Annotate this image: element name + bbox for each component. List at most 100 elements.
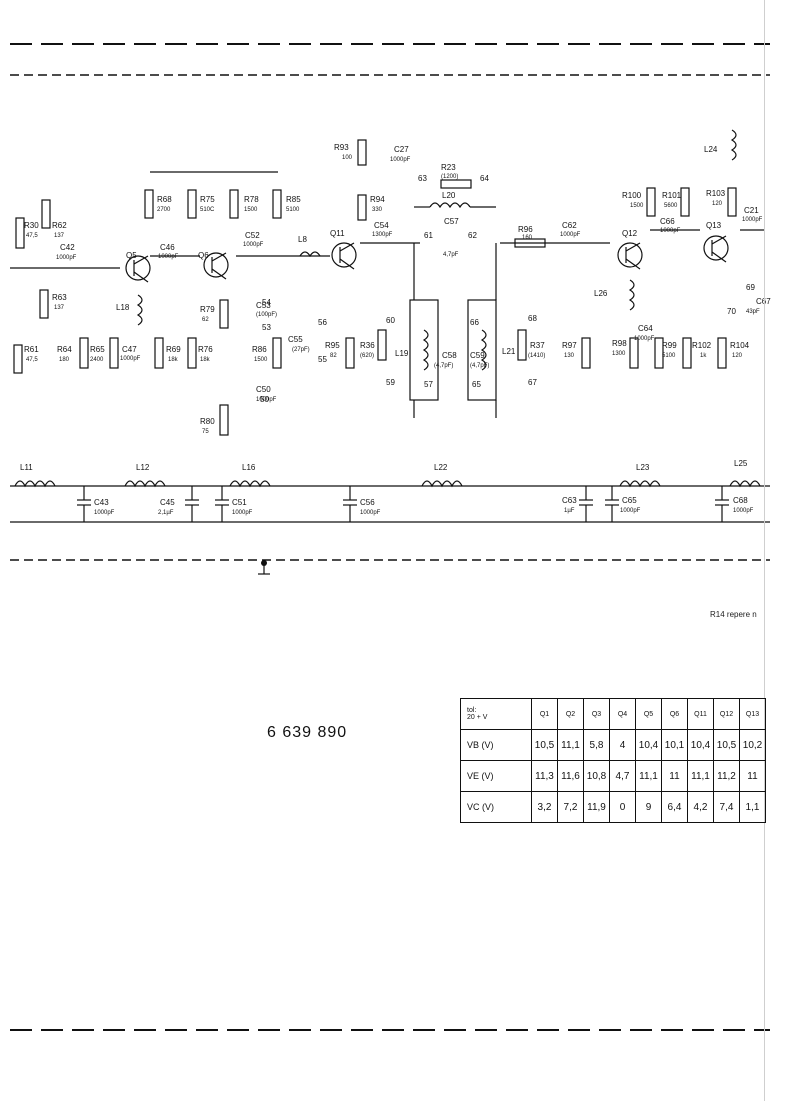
tp-64: 64 (480, 174, 489, 183)
inductor-l8 (299, 251, 321, 258)
label-c56: C56 (360, 498, 375, 507)
tp-59: 59 (386, 378, 395, 387)
label-c63: C63 (562, 496, 577, 505)
label-r104: R104 (730, 341, 750, 350)
value-c66: 1000pF (660, 228, 681, 234)
label-r61: R61 (24, 345, 39, 354)
table-cell: 0 (609, 791, 636, 823)
bypass-capacitors (77, 486, 729, 522)
table-cell: 10,5 (531, 729, 558, 761)
tp-56a: 56 (318, 318, 327, 327)
value-r63: 137 (54, 305, 65, 311)
label-l23: L23 (636, 463, 650, 472)
label-c58: C58 (442, 351, 457, 360)
label-r98: R98 (612, 339, 627, 348)
value-r98: 1300 (612, 351, 626, 357)
value-r78: 1500 (244, 207, 258, 213)
tp-55: 55 (318, 355, 327, 364)
label-q6: Q6 (198, 251, 209, 260)
label-l8: L8 (298, 235, 307, 244)
table-row: VE (V) 11,3 11,6 10,8 4,7 11,1 11 11,1 1… (460, 760, 766, 792)
row-header-ve: VE (V) (460, 760, 532, 792)
value-r93: 100 (342, 155, 353, 161)
table-cell: 11,1 (687, 760, 714, 792)
value-c42: 1000pF (56, 255, 77, 261)
label-r75: R75 (200, 195, 215, 204)
transistor-q6 (203, 252, 229, 280)
value-r97: 130 (564, 353, 575, 359)
label-q13: Q13 (706, 221, 722, 230)
voltage-table: tol: 20 + V Q1 Q2 Q3 Q4 Q5 Q6 Q11 Q12 Q1… (460, 698, 766, 823)
table-cell: 4,7 (609, 760, 636, 792)
value-c51: 1000pF (232, 510, 253, 516)
page-edge (764, 0, 765, 1101)
label-q11: Q11 (330, 229, 345, 238)
label-l11: L11 (20, 463, 33, 472)
label-r36: R36 (360, 341, 375, 350)
tp-61: 61 (424, 231, 433, 240)
header-label-supply: 20 + V (467, 714, 488, 721)
row-unit: (V) (481, 771, 494, 781)
value-c59: (4,7pF) (470, 363, 489, 369)
label-r86: R86 (252, 345, 267, 354)
label-l16: L16 (242, 463, 256, 472)
label-r65: R65 (90, 345, 105, 354)
inductor-l26 (628, 279, 635, 311)
col-header: Q2 (557, 698, 584, 730)
label-r30: R30 (24, 221, 39, 230)
label-c54: C54 (374, 221, 389, 230)
label-l21: L21 (502, 347, 516, 356)
label-c57: C57 (444, 217, 459, 226)
label-c52: C52 (245, 231, 260, 240)
tp-66: 66 (470, 318, 479, 327)
table-cell: 1,1 (739, 791, 766, 823)
label-r37: R37 (530, 341, 545, 350)
value-r96: 160 (522, 235, 533, 241)
col-header: Q6 (661, 698, 688, 730)
value-r62: 137 (54, 233, 65, 239)
table-row: VB (V) 10,5 11,1 5,8 4 10,4 10,1 10,4 10… (460, 729, 766, 761)
label-l20: L20 (442, 191, 456, 200)
label-c27: C27 (394, 145, 409, 154)
value-r69: 18k (168, 357, 179, 363)
table-cell: 10,4 (687, 729, 714, 761)
col-header: Q5 (635, 698, 662, 730)
label-c46: C46 (160, 243, 175, 252)
label-r99: R99 (662, 341, 677, 350)
label-c62: C62 (562, 221, 577, 230)
tp-70: 70 (727, 307, 736, 316)
value-r80: 75 (202, 429, 209, 435)
col-header: Q11 (687, 698, 714, 730)
value-r86: 1500 (254, 357, 268, 363)
label-c66: C66 (660, 217, 675, 226)
label-r94: R94 (370, 195, 385, 204)
label-r101: R101 (662, 191, 682, 200)
table-cell: 11 (739, 760, 766, 792)
label-r100: R100 (622, 191, 642, 200)
table-cell: 10,2 (739, 729, 766, 761)
col-header: Q13 (739, 698, 766, 730)
table-cell: 6,4 (661, 791, 688, 823)
label-c53: C53 (256, 301, 271, 310)
value-c68: 1000pF (733, 508, 754, 514)
value-r76: 18k (200, 357, 211, 363)
label-q12: Q12 (622, 229, 638, 238)
label-r95: R95 (325, 341, 340, 350)
table-cell: 9 (635, 791, 662, 823)
value-c27: 1000pF (390, 157, 411, 163)
value-c63: 1µF (564, 508, 575, 514)
table-cell: 4,2 (687, 791, 714, 823)
table-cell: 11,9 (583, 791, 610, 823)
col-header: Q3 (583, 698, 610, 730)
value-c52: 1000pF (243, 242, 264, 248)
resistor-bodies (13, 139, 737, 436)
table-cell: 11,6 (557, 760, 584, 792)
value-r30: 47,5 (26, 233, 38, 239)
label-l26: L26 (594, 289, 608, 298)
table-cell: 11,3 (531, 760, 558, 792)
row-label: VC (467, 802, 480, 812)
value-r23: (1200) (441, 174, 458, 180)
table-cell: 10,8 (583, 760, 610, 792)
table-cell: 11,2 (713, 760, 740, 792)
value-c47: 1000pF (120, 356, 141, 362)
